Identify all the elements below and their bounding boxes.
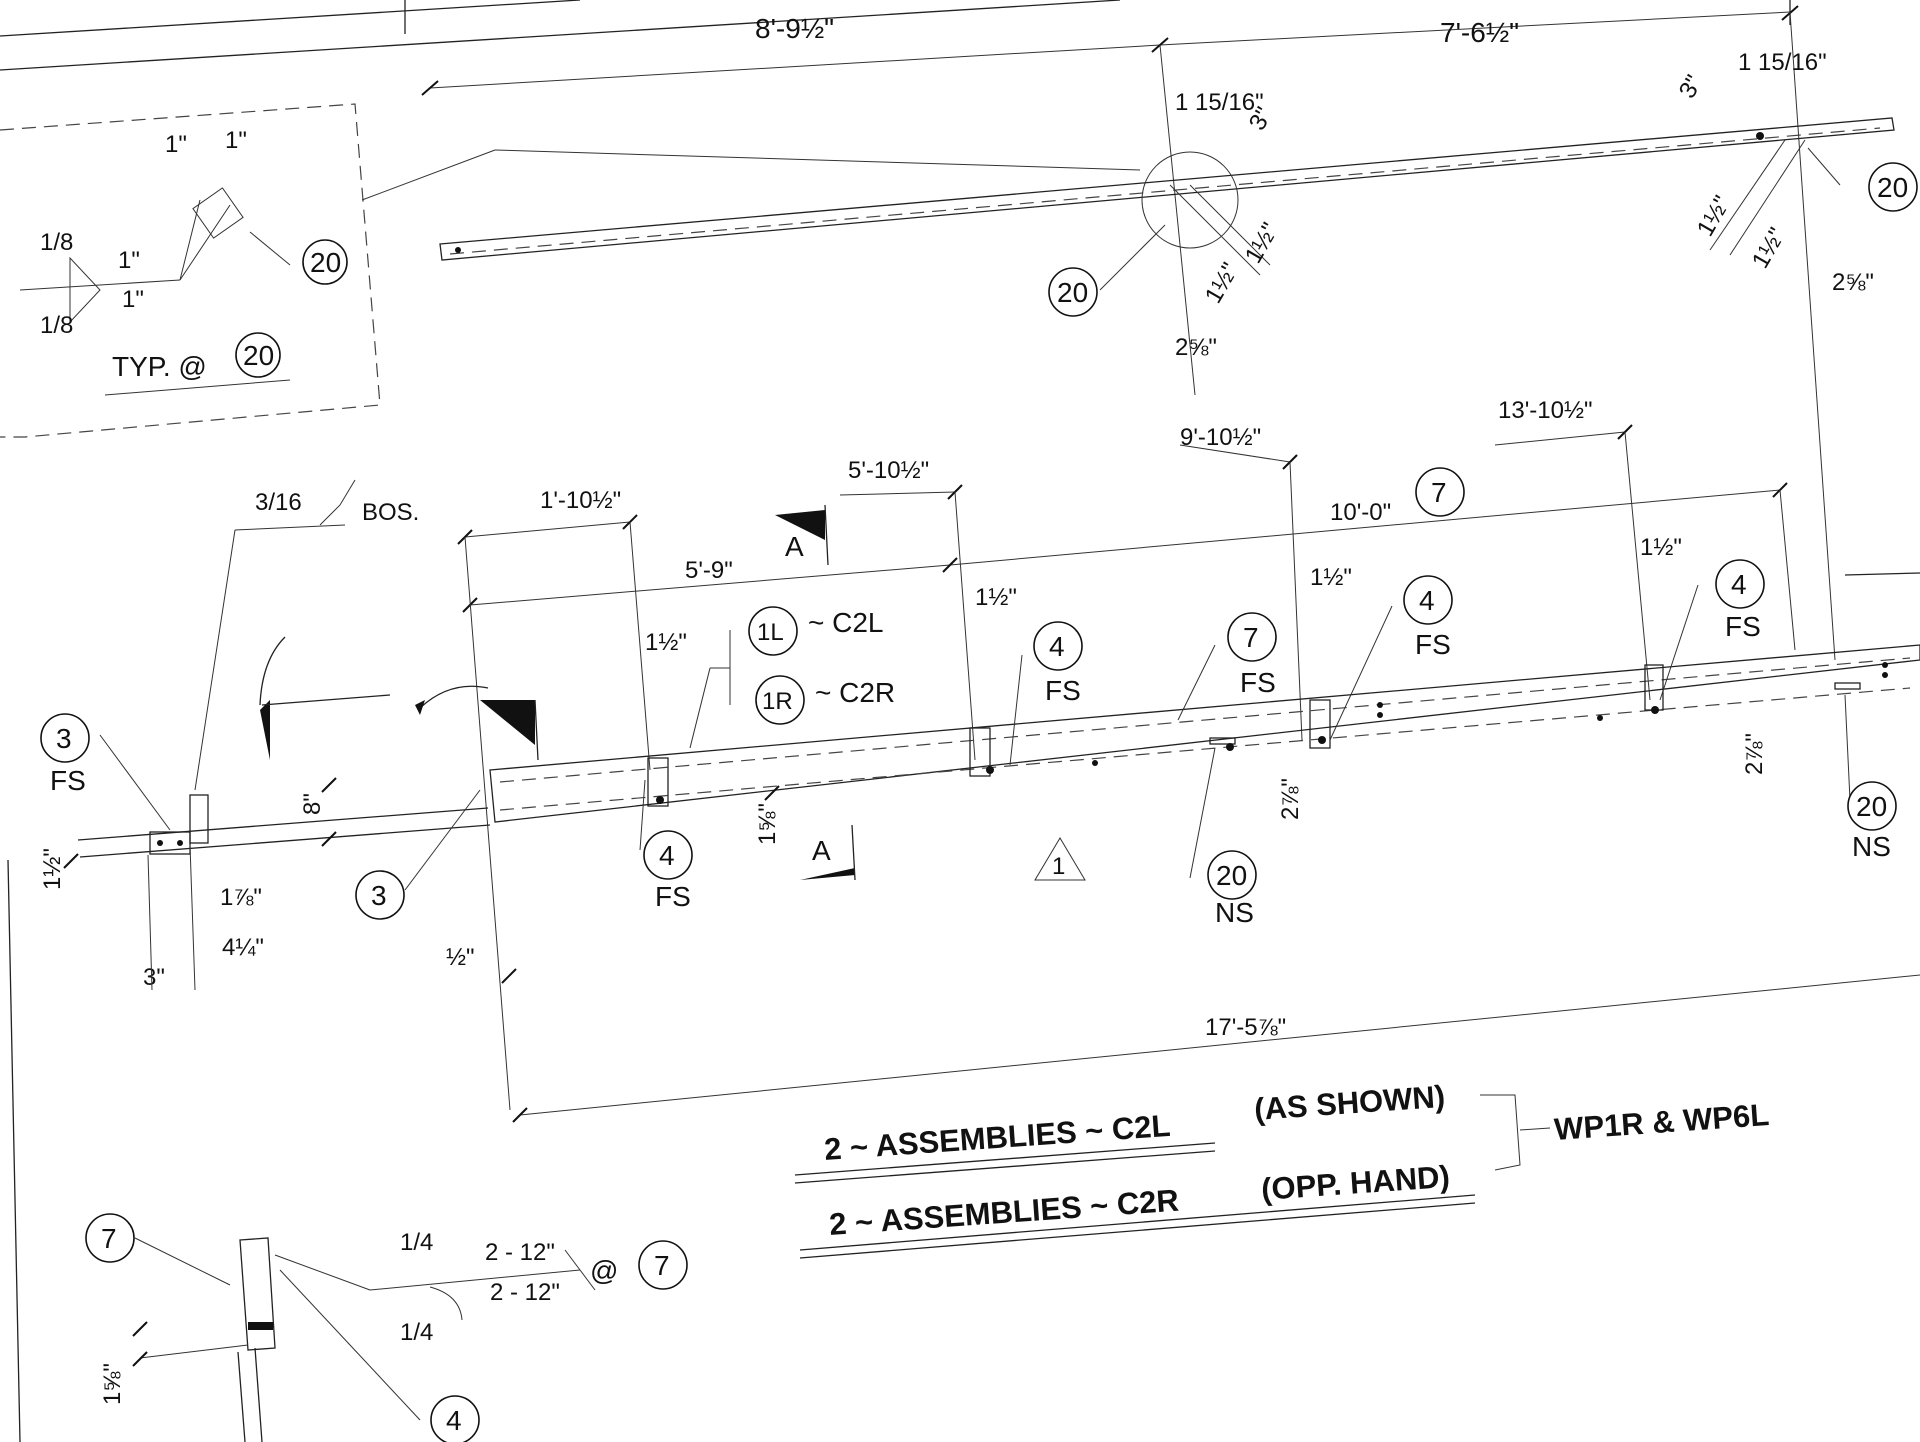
callout-20-ns-right-label: NS	[1852, 831, 1891, 862]
assembly-ref: WP1R & WP6L	[1553, 1097, 1770, 1147]
typ-label: TYP. @	[112, 351, 207, 382]
dim-5-9: 5'-9"	[685, 557, 733, 584]
callout-3-left-fs: FS	[50, 765, 86, 796]
dim-1-7-8: 1⅞"	[220, 884, 262, 911]
section-mark-a-top: A	[785, 531, 804, 562]
callout-7-mid-fs: FS	[1240, 667, 1276, 698]
dim-1-half-e: 1½"	[645, 629, 687, 656]
callout-4-right: 4	[1419, 585, 1435, 616]
dim-2-7-8-b: 2⅞"	[1741, 733, 1768, 775]
dim-1-5-8-bottom: 1⅝"	[99, 1363, 126, 1405]
weld-2-12-b: 2 - 12"	[490, 1279, 560, 1306]
dim-1-half-b: 1½"	[1240, 218, 1284, 268]
part-mark-1r: 1R	[762, 688, 793, 715]
part-marks: 1L ~ C2L 1R ~ C2R	[689, 606, 895, 749]
callout-4-bottom: 4	[446, 1405, 462, 1436]
dim-1-half-g: 1½"	[1310, 564, 1352, 591]
detail-dim-1in-b: 1"	[225, 127, 247, 154]
detail-dim-1in-d: 1"	[122, 286, 144, 313]
weld-frac-1-4-b: 1/4	[400, 1319, 433, 1346]
overall-dimension: 17'-5⅞"	[512, 974, 1920, 1123]
dim-1-15-16-right: 1 15/16"	[1738, 49, 1827, 76]
callout-4-far-fs: FS	[1725, 611, 1761, 642]
detail-box: 20 1" 1" 1" 1" 1/8 1/8 TYP. @ 20	[0, 103, 1141, 438]
weld-bos: BOS.	[362, 499, 419, 526]
dim-13-10-half: 13'-10½"	[1498, 397, 1593, 424]
callout-4-right-fs: FS	[1415, 629, 1451, 660]
callout-7-bottom: 7	[101, 1223, 117, 1254]
dim-1-half-h: 1½"	[1640, 534, 1682, 561]
member-callouts: 4 FS 7 FS 4 FS 4 FS 3 FS 3 4 FS 1 20 NS …	[40, 559, 1897, 928]
part-mark-1l: 1L	[757, 619, 784, 646]
detail-frac-1-8-b: 1/8	[40, 312, 73, 339]
callout-4-mid-fs: FS	[1045, 675, 1081, 706]
detail-callout-20: 20	[310, 247, 341, 278]
callout-4-far: 4	[1731, 569, 1747, 600]
part-mark-1l-to: ~ C2L	[808, 607, 884, 638]
revision-triangle: 1	[1052, 853, 1065, 880]
callout-7-dim: 7	[1431, 477, 1447, 508]
dim-2-5-8-b: 2⅝"	[1832, 269, 1874, 296]
dim-3in-right: 3"	[1674, 71, 1708, 103]
weld-frac-1-4-a: 1/4	[400, 1229, 433, 1256]
dim-1-half-c: 1½"	[1692, 191, 1736, 241]
dim-1-half-left: 1½"	[39, 848, 66, 890]
assembly-notes: 2 ~ ASSEMBLIES ~ C2L (AS SHOWN) 2 ~ ASSE…	[794, 1079, 1770, 1259]
dim-10-0: 10'-0"	[1330, 499, 1391, 526]
dim-1-15-16-left: 1 15/16"	[1175, 89, 1264, 116]
dim-1-5-8: 1⅝"	[754, 803, 781, 845]
dim-5-10-half: 5'-10½"	[848, 457, 929, 484]
callout-20-ns-mid-label: NS	[1215, 897, 1254, 928]
callout-7-mid: 7	[1243, 622, 1259, 653]
weld-at: @	[590, 1255, 618, 1286]
callout-4-lower-fs: FS	[655, 881, 691, 912]
callout-4-lower: 4	[659, 840, 675, 871]
section-mark-a-bottom: A	[812, 835, 831, 866]
bottom-weld-detail: 7 1⅝" 1/4 1/4 2 - 12" 2 - 12" @ 7 4	[85, 1213, 688, 1442]
dim-1-half-a: 1½"	[1200, 258, 1244, 308]
detail-frac-1-8-a: 1/8	[40, 229, 73, 256]
typ-ref-20: 20	[243, 340, 274, 371]
top-dimensions: 8'-9½" 7'-6½"	[421, 5, 1836, 661]
detail-dim-1in-a: 1"	[165, 131, 187, 158]
callout-20-ns-mid: 20	[1216, 860, 1247, 891]
left-end-dimensions: 8" 1½" 1⅞" 3" 4¼" ½" 1⅝" 2⅞" 2⅞"	[39, 733, 1768, 991]
dim-2-7-8-a: 2⅞"	[1277, 778, 1304, 820]
dim-1-half-d: 1½"	[1747, 223, 1791, 273]
dim-2-5-8-a: 2⅝"	[1175, 334, 1217, 361]
mid-dimensions: 9'-10½" 13'-10½" 5'-10½" 1'-10½" 10'-0" …	[457, 397, 1796, 1111]
main-beam	[77, 644, 1920, 858]
dim-8in: 8"	[299, 793, 326, 815]
callout-3-left: 3	[56, 723, 72, 754]
callout-20-top: 20	[1057, 277, 1088, 308]
callout-3-lower: 3	[371, 880, 387, 911]
dim-9-10-half: 9'-10½"	[1180, 424, 1261, 451]
callout-20-ns-right: 20	[1856, 791, 1887, 822]
part-mark-1r-to: ~ C2R	[815, 677, 895, 708]
dim-7-6-half: 7'-6½"	[1440, 17, 1519, 48]
weld-2-12-a: 2 - 12"	[485, 1239, 555, 1266]
dim-4-1-4: 4¼"	[222, 934, 264, 961]
dim-1-half-f: 1½"	[975, 584, 1017, 611]
dim-8-9-half: 8'-9½"	[755, 13, 834, 44]
assembly-line-1-note: (AS SHOWN)	[1253, 1079, 1446, 1127]
weld-at-ref-7: 7	[654, 1250, 670, 1281]
weld-frac-3-16-num: 3/16	[255, 489, 302, 516]
callout-20-right: 20	[1877, 172, 1908, 203]
dim-1-10-half: 1'-10½"	[540, 487, 621, 514]
dim-3in-left: 3"	[143, 964, 165, 991]
weld-symbol-bos: 3/16 BOS.	[194, 479, 419, 791]
section-marks: A A	[259, 504, 856, 881]
detail-dim-1in-c: 1"	[118, 247, 140, 274]
dim-17-5-7-8: 17'-5⅞"	[1205, 1014, 1286, 1041]
upper-beam: 1 15/16" 1 15/16" 3" 3" 1½" 1½" 1½" 1½" …	[439, 49, 1918, 361]
callout-4-mid: 4	[1049, 631, 1065, 662]
dim-half-in: ½"	[446, 944, 475, 971]
